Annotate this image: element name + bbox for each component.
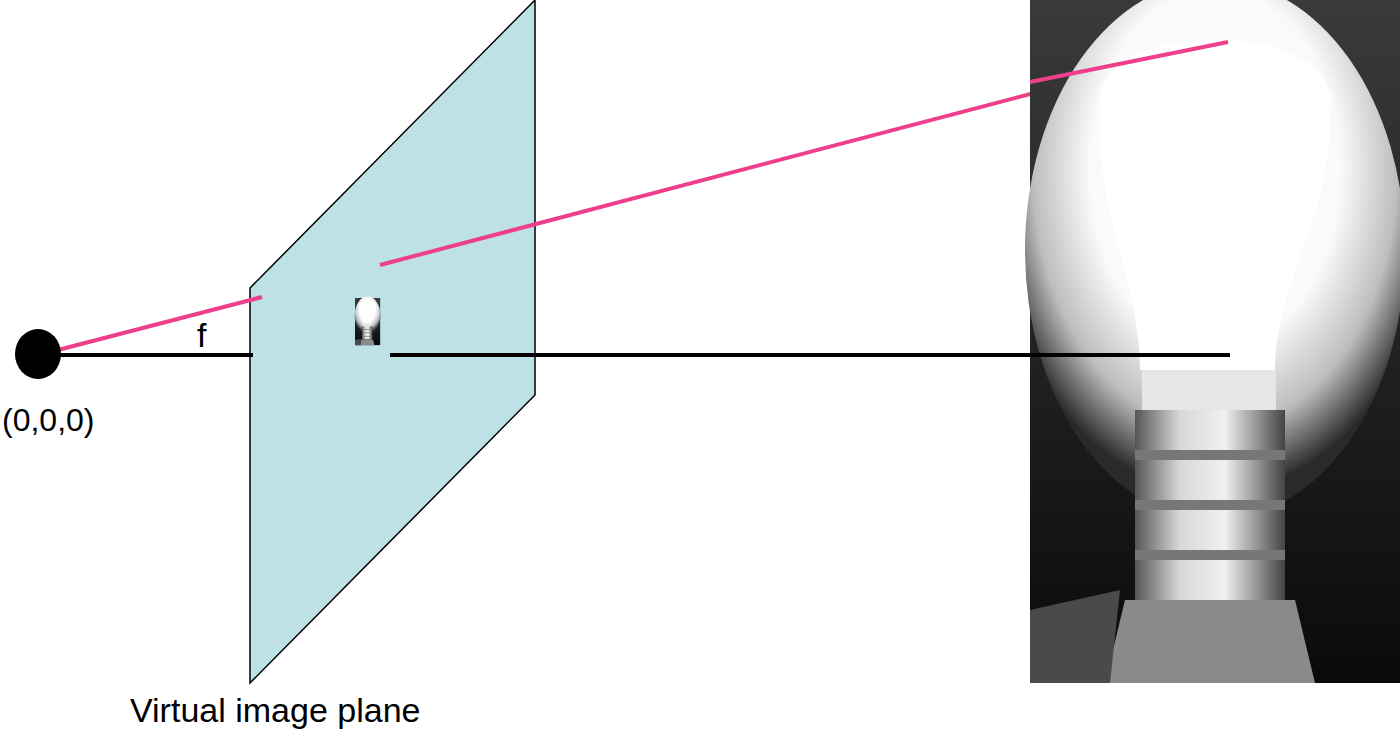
- optical-axis: [390, 353, 1230, 357]
- plane-label: Virtual image plane: [130, 693, 420, 727]
- focal-length-label: f: [197, 318, 206, 352]
- origin-label: (0,0,0): [2, 404, 94, 436]
- image-plane: [250, 0, 535, 683]
- projected-bulb: [355, 297, 381, 346]
- optical-axis: [1030, 353, 1230, 357]
- optical-axis: [58, 353, 253, 357]
- light-ray: [1030, 42, 1228, 82]
- camera-center: [15, 329, 61, 379]
- light-ray: [58, 297, 262, 350]
- bulb-photo: [1025, 0, 1400, 683]
